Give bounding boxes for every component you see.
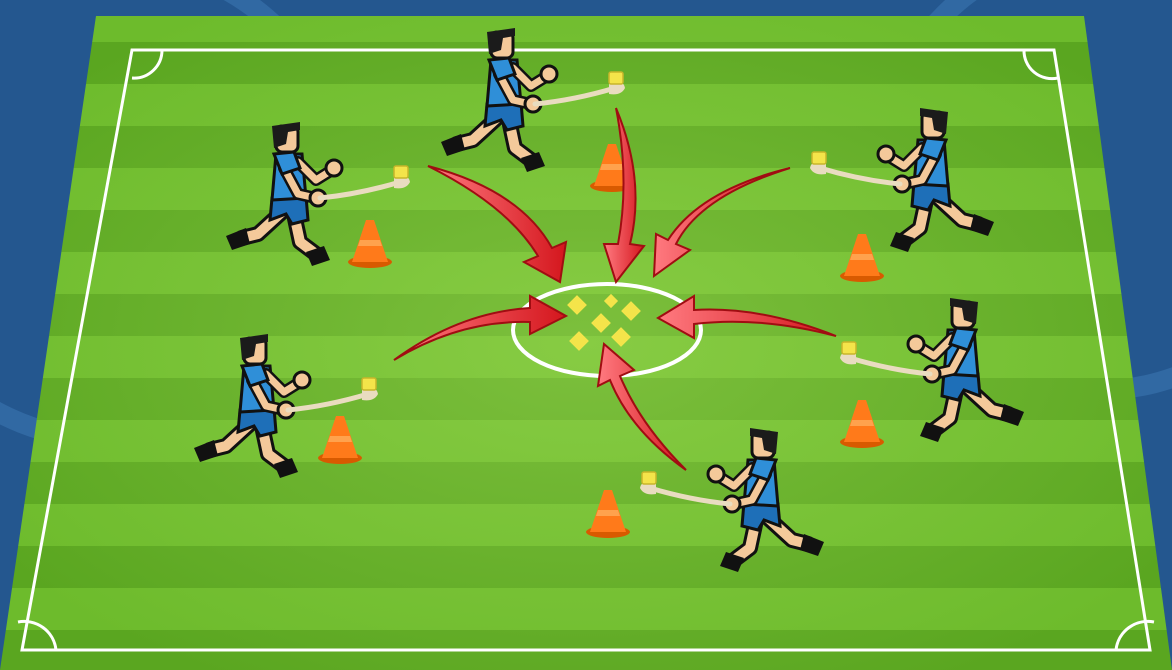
drill-scene: [0, 0, 1172, 670]
